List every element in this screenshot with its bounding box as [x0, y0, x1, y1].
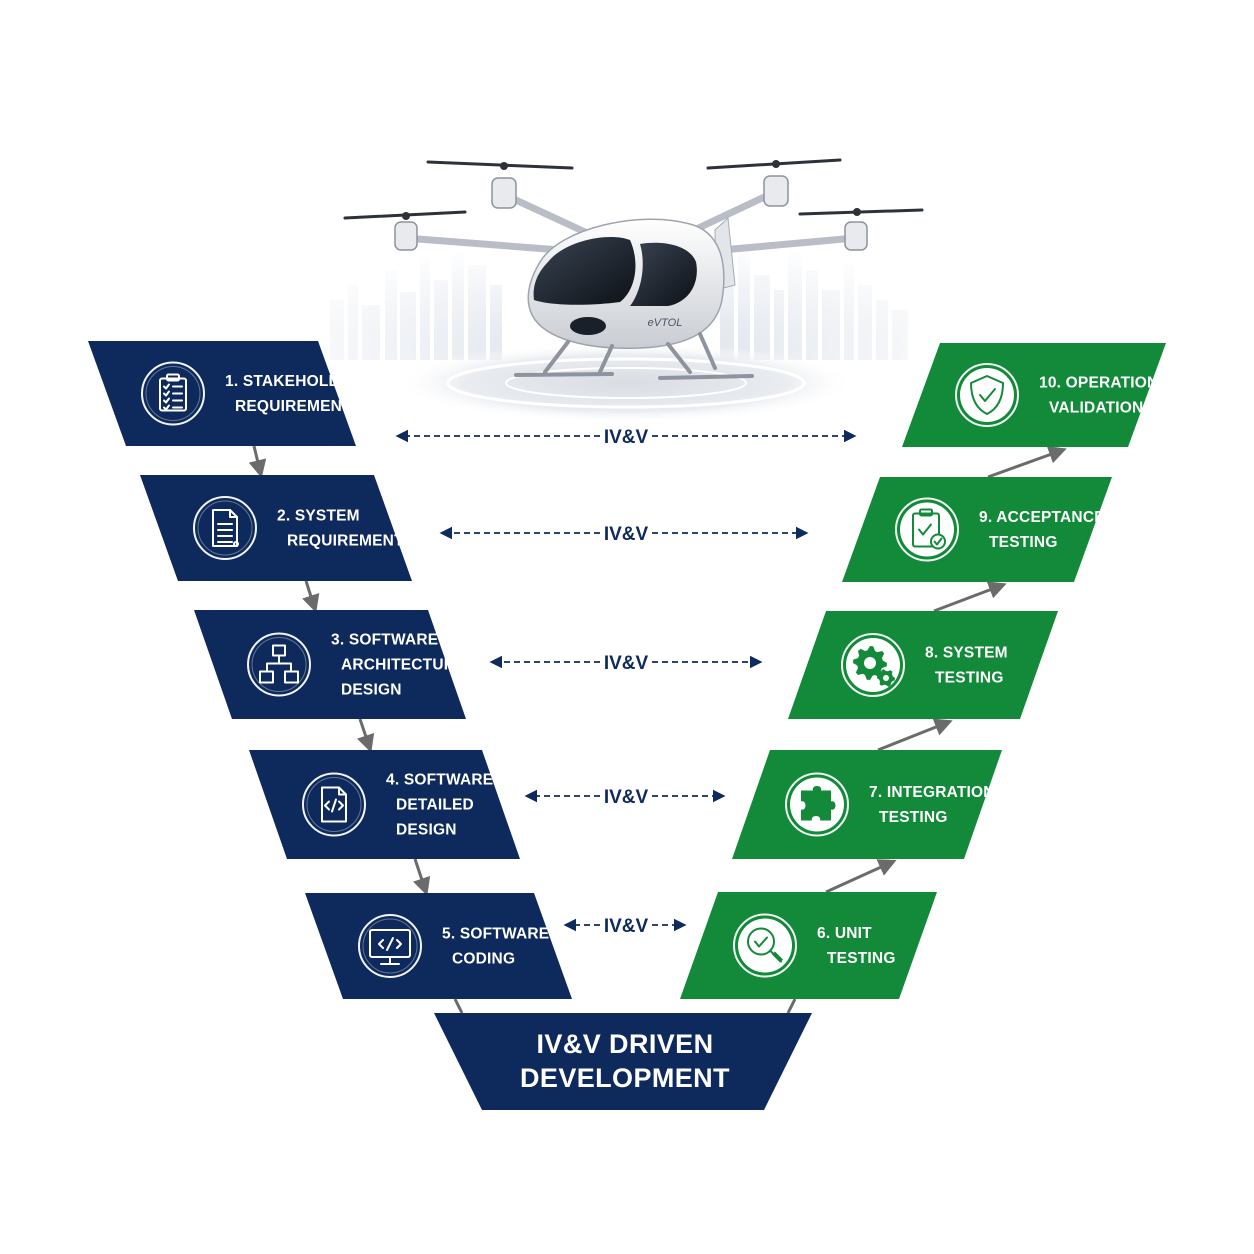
step-label-line: 5. SOFTWARE — [442, 926, 549, 943]
ivv-label: IV&V — [604, 916, 649, 937]
down-connector-arrow — [357, 718, 375, 753]
design-phase-steps: 1. STAKEHOLDER REQUIREMENTS 2. SYSTEM REQUI… — [88, 341, 572, 999]
center-label-line: DEVELOPMENT — [520, 1063, 730, 1093]
step-label-line: DETAILED — [396, 797, 474, 814]
up-connector-arrow — [933, 581, 1007, 613]
step-shape — [902, 343, 1166, 447]
step-label-line: 1. STAKEHOLDER — [225, 373, 362, 390]
ivv-label: IV&V — [604, 427, 649, 448]
up-connector-arrow — [877, 718, 953, 752]
step-label-line: DESIGN — [341, 682, 402, 699]
hierarchy-diagram-icon — [259, 644, 299, 684]
step-label-line: 7. INTEGRATION — [869, 784, 995, 801]
ivv-label: IV&V — [604, 653, 649, 674]
gears-icon — [853, 646, 895, 687]
step-shape — [140, 475, 412, 581]
step-label-line: ARCHITECTURE — [341, 657, 466, 674]
code-file-icon — [321, 786, 347, 823]
city-skyline-backdrop — [300, 230, 950, 423]
ivv-label: IV&V — [604, 524, 649, 545]
down-connector-arrow — [302, 580, 320, 613]
step-shape — [788, 611, 1058, 719]
step-label-line: 3. SOFTWARE — [331, 632, 438, 649]
step-shape — [88, 341, 356, 446]
evtol-label: eVTOL — [648, 317, 683, 329]
step-box-step-7: 7. INTEGRATION TESTING — [732, 750, 1002, 859]
step-label-line: CODING — [452, 951, 515, 968]
clipboard-check-icon — [912, 508, 946, 550]
shield-check-icon — [970, 375, 1004, 415]
ivv-link: IV&V — [395, 427, 857, 448]
step-label-line: 9. ACCEPTANCE — [979, 509, 1105, 526]
step-label-line: TESTING — [989, 534, 1058, 551]
flow-connectors — [248, 445, 1067, 896]
step-label-line: 8. SYSTEM — [925, 645, 1008, 662]
ivv-link: IV&V — [489, 653, 763, 674]
step-shape — [305, 893, 572, 999]
step-shape — [680, 892, 937, 999]
step-shape — [249, 750, 520, 859]
ivv-link: IV&V — [563, 916, 687, 937]
step-shape — [842, 477, 1112, 582]
step-box-step-6: 6. UNIT TESTING — [680, 892, 937, 999]
down-connector-arrow — [413, 858, 431, 896]
up-connector-arrow — [987, 446, 1067, 479]
puzzle-piece-icon — [801, 786, 836, 821]
ivv-link: IV&V — [524, 787, 726, 808]
magnifier-check-icon — [747, 927, 783, 963]
step-shape — [732, 750, 1002, 859]
step-label-line: VALIDATION — [1049, 400, 1143, 417]
step-label-line: DESIGN — [396, 822, 457, 839]
up-connector-arrow — [825, 859, 897, 894]
evtol-aircraft-illustration: eVTOL — [343, 158, 924, 380]
step-shape — [194, 610, 466, 719]
step-box-step-10: 10. OPERATIONAL VALIDATION — [902, 343, 1180, 447]
step-label-line: TESTING — [827, 950, 896, 967]
step-box-step-2: 2. SYSTEM REQUIREMENTS — [140, 475, 414, 581]
ivv-links: IV&V IV&V IV&V IV&V IV&V — [395, 427, 857, 937]
step-box-step-3: 3. SOFTWARE ARCHITECTURE DESIGN — [194, 610, 466, 719]
center-block: IV&V DRIVEN DEVELOPMENT — [434, 998, 812, 1110]
down-connector-arrow — [248, 445, 267, 479]
step-label-line: TESTING — [935, 670, 1004, 687]
step-label-line: REQUIREMENTS — [235, 398, 362, 415]
step-label-line: 2. SYSTEM — [277, 508, 360, 525]
center-label-line: IV&V DRIVEN — [537, 1029, 714, 1059]
document-icon — [212, 509, 239, 547]
step-box-step-1: 1. STAKEHOLDER REQUIREMENTS — [88, 341, 362, 446]
testing-phase-steps: 10. OPERATIONAL VALIDATION 9. ACCEPTANCE TE… — [680, 343, 1180, 999]
step-box-step-5: 5. SOFTWARE CODING — [305, 893, 572, 999]
step-label-line: REQUIREMENTS — [287, 533, 414, 550]
step-label-line: 10. OPERATIONAL — [1039, 375, 1180, 392]
clipboard-checklist-icon — [159, 373, 187, 412]
step-label-line: TESTING — [879, 809, 948, 826]
center-shape — [434, 1013, 812, 1110]
ivv-link: IV&V — [439, 524, 809, 545]
ivv-label: IV&V — [604, 787, 649, 808]
step-label-line: 4. SOFTWARE — [386, 772, 493, 789]
step-label-line: 6. UNIT — [817, 925, 872, 942]
step-box-step-4: 4. SOFTWARE DETAILED DESIGN — [249, 750, 520, 859]
step-box-step-9: 9. ACCEPTANCE TESTING — [842, 477, 1112, 582]
step-box-step-8: 8. SYSTEM TESTING — [788, 611, 1058, 719]
code-monitor-icon — [369, 929, 411, 965]
